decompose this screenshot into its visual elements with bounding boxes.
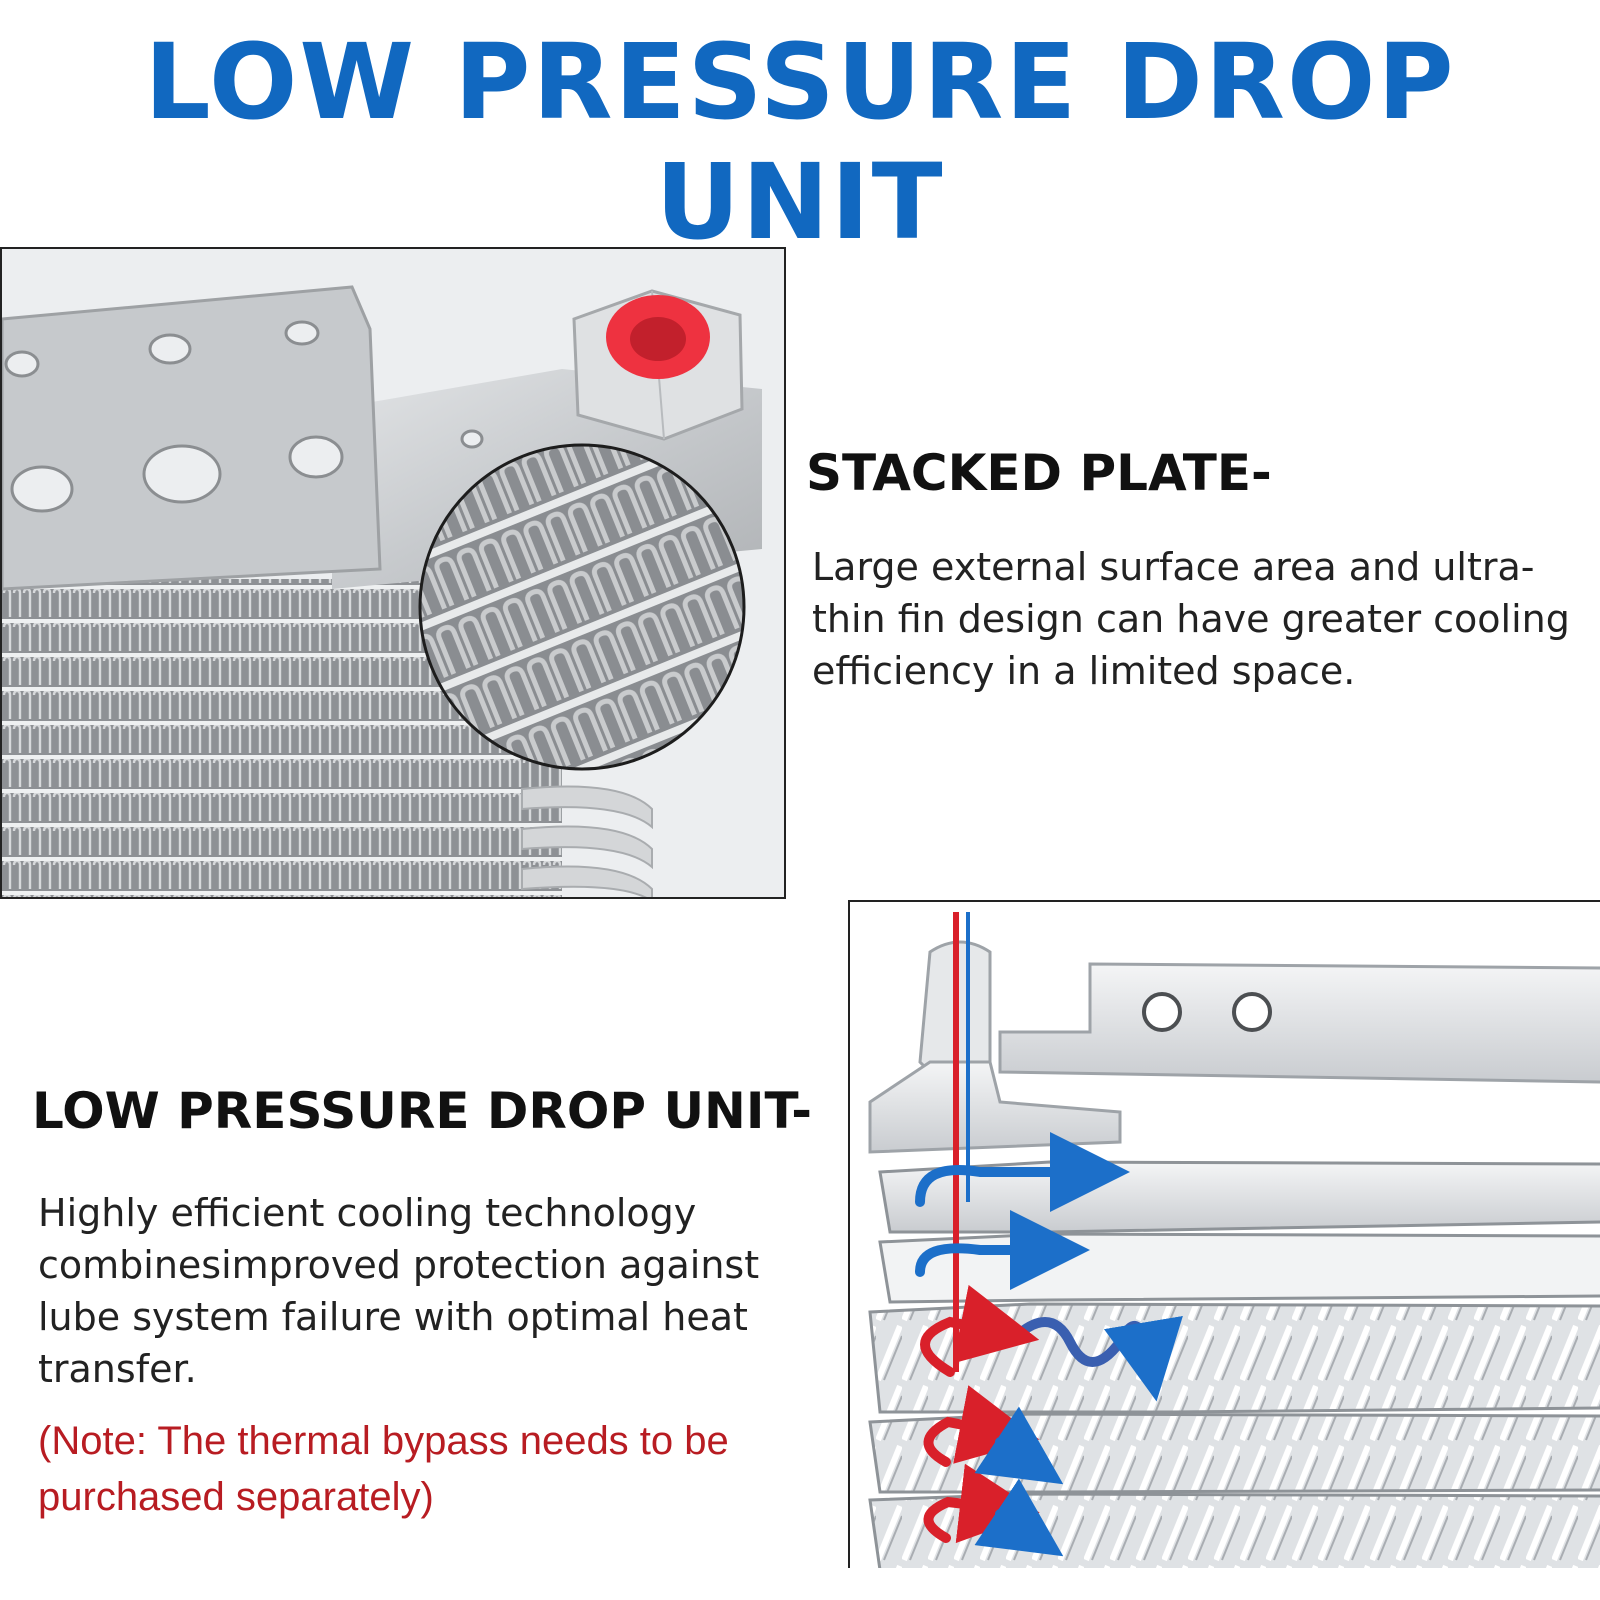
low-pressure-heading: LOW PRESSURE DROP UNIT- xyxy=(32,1082,813,1140)
stacked-plate-description: Large external surface area and ultra-th… xyxy=(812,545,1570,693)
low-pressure-description: Highly efficient cooling technology comb… xyxy=(38,1191,760,1391)
oil-flow-cutaway-diagram xyxy=(848,900,1600,1568)
page-title: LOW PRESSURE DROP UNIT xyxy=(144,21,1456,263)
oil-cooler-closeup-photo xyxy=(0,247,786,899)
thermal-bypass-note: (Note: The thermal bypass needs to be pu… xyxy=(38,1419,729,1519)
stacked-plate-heading: STACKED PLATE- xyxy=(806,444,1272,502)
